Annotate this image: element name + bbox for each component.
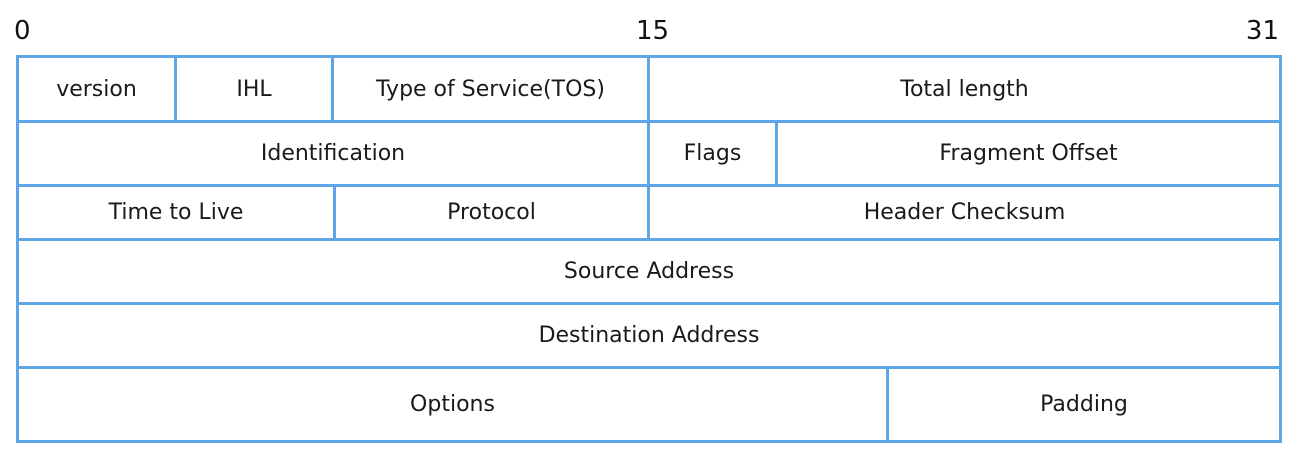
field-type-of-service: Type of Service(TOS) xyxy=(334,58,650,123)
field-options: Options xyxy=(19,369,889,440)
field-total-length: Total length xyxy=(650,58,1279,123)
field-header-checksum: Header Checksum xyxy=(650,187,1279,241)
field-destination-address: Destination Address xyxy=(19,305,1279,369)
field-ihl: IHL xyxy=(177,58,334,123)
field-protocol: Protocol xyxy=(336,187,650,241)
ipv4-header-diagram: version IHL Type of Service(TOS) Total l… xyxy=(16,55,1282,443)
field-padding: Padding xyxy=(1040,392,1128,417)
field-version: version xyxy=(19,58,177,123)
field-time-to-live: Time to Live xyxy=(19,187,336,241)
bit-marker-15: 15 xyxy=(636,16,670,46)
bit-marker-31: 31 xyxy=(1245,16,1279,46)
field-source-address: Source Address xyxy=(19,241,1279,305)
bit-marker-0: 0 xyxy=(14,16,31,46)
field-flags: Flags xyxy=(650,123,778,187)
field-fragment-offset: Fragment Offset xyxy=(778,123,1279,187)
field-identification: Identification xyxy=(19,123,650,187)
